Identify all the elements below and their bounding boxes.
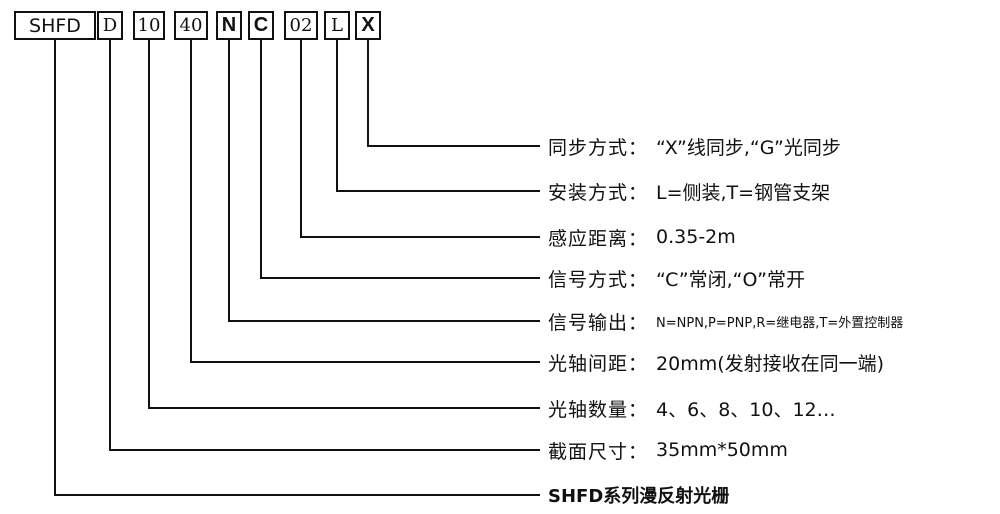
row-label: 安装方式： <box>548 181 649 204</box>
row-signal-output: 信号输出： N=NPN,P=PNP,R=继电器,T=外置控制器 <box>548 306 903 336</box>
connector-line <box>336 40 540 192</box>
connector-line <box>228 40 540 322</box>
series-name: SHFD系列漫反射光栅 <box>548 480 729 510</box>
row-label: 信号输出： <box>548 311 649 334</box>
row-beam-spacing: 光轴间距： 20mm(发射接收在同一端) <box>548 347 884 377</box>
code-segment-sync-mode: X <box>355 11 381 40</box>
row-label: 光轴间距： <box>548 352 649 375</box>
connector-line <box>54 40 540 496</box>
connector-line <box>148 40 540 409</box>
code-segment-sensing-range: 02 <box>284 11 318 40</box>
code-segment-beam-spacing: 40 <box>174 11 208 40</box>
row-value: 0.35-2m <box>656 226 736 248</box>
code-segment-signal-output: N <box>216 11 242 40</box>
row-value: 35mm*50mm <box>656 439 788 461</box>
row-label: 感应距离： <box>548 227 649 250</box>
connector-line <box>260 40 540 279</box>
row-beam-count: 光轴数量： 4、6、8、10、12… <box>548 393 836 423</box>
row-signal-mode: 信号方式： “C”常闭,“O”常开 <box>548 263 805 293</box>
code-segment-section-size: D <box>97 11 123 40</box>
row-value: L=侧装,T=钢管支架 <box>656 181 831 204</box>
connector-line <box>300 40 540 238</box>
row-value: 20mm(发射接收在同一端) <box>656 352 885 375</box>
row-section-size: 截面尺寸： 35mm*50mm <box>548 435 788 465</box>
row-label: 截面尺寸： <box>548 440 649 463</box>
code-segment-beam-count: 10 <box>133 11 165 40</box>
code-segment-mounting: L <box>324 11 350 40</box>
code-segment-series: SHFD <box>14 11 96 40</box>
row-mounting: 安装方式： L=侧装,T=钢管支架 <box>548 176 830 206</box>
connector-line <box>109 40 540 451</box>
row-label: 信号方式： <box>548 268 649 291</box>
code-segment-signal-mode: C <box>248 11 274 40</box>
series-name-label: SHFD系列漫反射光栅 <box>548 486 730 507</box>
row-value: N=NPN,P=PNP,R=继电器,T=外置控制器 <box>656 315 904 331</box>
connector-line <box>190 40 540 363</box>
row-value: “X”线同步,“G”光同步 <box>656 136 841 159</box>
row-sensing-range: 感应距离： 0.35-2m <box>548 222 736 252</box>
row-label: 同步方式： <box>548 136 649 159</box>
row-label: 光轴数量： <box>548 398 649 421</box>
row-value: “C”常闭,“O”常开 <box>656 268 805 291</box>
row-value: 4、6、8、10、12… <box>656 398 836 421</box>
row-sync-mode: 同步方式： “X”线同步,“G”光同步 <box>548 131 841 161</box>
connector-line <box>367 40 540 147</box>
